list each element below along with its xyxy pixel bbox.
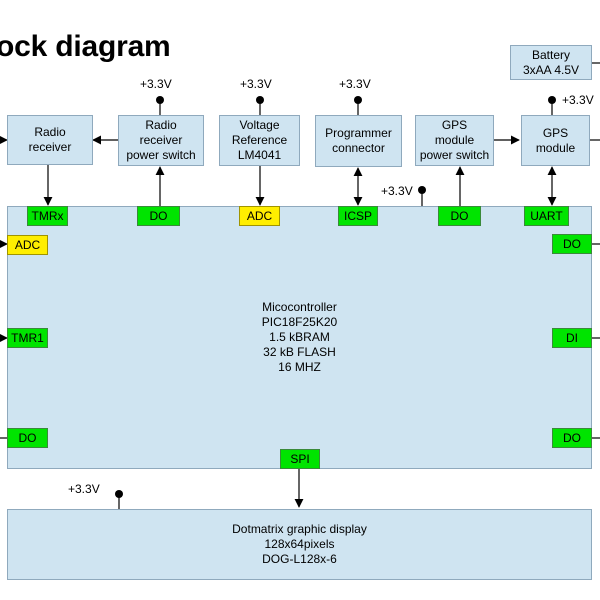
gps-module-block: GPS module	[521, 115, 590, 166]
pin-do-right-1: DO	[552, 234, 592, 254]
microcontroller-block: Micocontroller PIC18F25K20 1.5 kBRAM 32 …	[7, 206, 592, 469]
pin-do-left: DO	[7, 428, 48, 448]
voltage-label: +3.3V	[240, 77, 272, 91]
pin-adc-left: ADC	[7, 235, 48, 255]
voltage-label: +3.3V	[140, 77, 172, 91]
pin-do-gps: DO	[438, 206, 481, 226]
pin-icsp: ICSP	[338, 206, 378, 226]
radio-receiver-block: Radio receiver	[7, 115, 93, 165]
display-label: Dotmatrix graphic display 128x64pixels D…	[232, 522, 367, 566]
vcc-dot	[156, 96, 164, 104]
pin-tmrx: TMRx	[27, 206, 68, 226]
vcc-dot	[256, 96, 264, 104]
voltage-reference-block: Voltage Reference LM4041	[219, 115, 300, 166]
gps-power-switch-label: GPS module power switch	[419, 118, 490, 162]
radio-receiver-label: Radio receiver	[28, 125, 72, 154]
pin-spi: SPI	[280, 449, 320, 469]
gps-power-switch-block: GPS module power switch	[415, 115, 494, 166]
programmer-connector-block: Programmer connector	[315, 115, 402, 167]
voltage-label: +3.3V	[68, 482, 100, 496]
vcc-dot	[418, 186, 426, 194]
voltage-label: +3.3V	[381, 184, 413, 198]
pin-adc-top: ADC	[239, 206, 280, 226]
display-block: Dotmatrix graphic display 128x64pixels D…	[7, 509, 592, 580]
vcc-dot	[354, 96, 362, 104]
diagram-title: ock diagram	[0, 30, 171, 63]
programmer-connector-label: Programmer connector	[325, 126, 392, 155]
voltage-label: +3.3V	[339, 77, 371, 91]
pin-di-right: DI	[552, 328, 592, 348]
vcc-dot	[548, 96, 556, 104]
pin-do-radio: DO	[137, 206, 180, 226]
pin-do-right-2: DO	[552, 428, 592, 448]
pin-tmr1: TMR1	[7, 328, 48, 348]
radio-power-switch-block: Radio receiver power switch	[118, 115, 204, 166]
voltage-reference-label: Voltage Reference LM4041	[231, 118, 288, 162]
pin-uart: UART	[524, 206, 569, 226]
voltage-label: +3.3V	[562, 93, 594, 107]
vcc-dot	[115, 490, 123, 498]
microcontroller-label: Micocontroller PIC18F25K20 1.5 kBRAM 32 …	[261, 300, 338, 374]
gps-module-label: GPS module	[535, 125, 576, 155]
battery-block: Battery 3xAA 4.5V	[510, 45, 592, 80]
radio-power-switch-label: Radio receiver power switch	[126, 118, 196, 162]
battery-label: Battery 3xAA 4.5V	[522, 47, 580, 77]
